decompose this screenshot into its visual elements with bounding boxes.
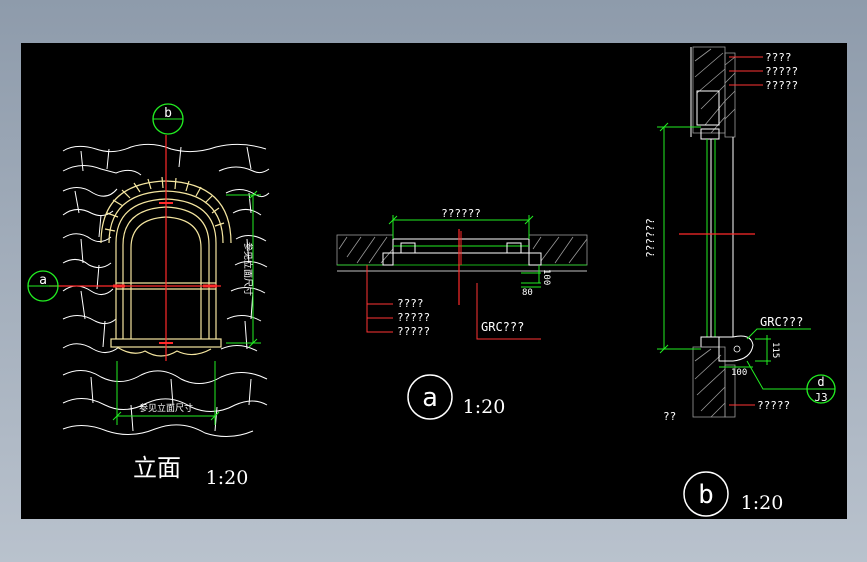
section-b-detail-leader	[746, 360, 809, 390]
grid-bubble-b-label: b	[164, 106, 172, 121]
section-a-callout-label: a	[422, 383, 438, 413]
detail-callout-top: d	[817, 375, 824, 389]
section-b-top-leaders	[729, 56, 763, 86]
section-b-scale: 1:20	[741, 492, 784, 514]
section-b-drip	[733, 345, 741, 353]
detail-callout-bottom: J3	[814, 391, 827, 404]
section-a-leaders	[366, 265, 541, 340]
section-a-small-dims	[521, 265, 541, 288]
section-b-window	[700, 128, 734, 348]
section-b-dim-115: 115	[770, 342, 780, 358]
section-b-callout[interactable]: b	[683, 471, 729, 517]
section-b-note-top-3: ?????	[765, 79, 798, 92]
section-b-note-top-1: ????	[765, 51, 792, 64]
section-a-callout[interactable]: a	[407, 374, 453, 420]
stone-wall	[62, 143, 270, 437]
section-a-frame	[382, 238, 542, 266]
section-a-note-1: ????	[397, 297, 424, 310]
elevation-scale: 1:20	[206, 467, 249, 489]
section-a-width-text: ??????	[441, 207, 481, 220]
elevation-title: 立面	[133, 454, 181, 482]
elevation-view: b a 参见立面尺寸 参见立面尺寸 立面 1:20	[27, 103, 270, 489]
cad-drawing-canvas[interactable]: b a 参见立面尺寸 参见立面尺寸 立面 1:20	[21, 43, 847, 519]
section-b-wall-top	[692, 46, 736, 138]
section-a-dim-100: 100	[541, 269, 551, 285]
section-b-callout-label: b	[698, 480, 714, 510]
section-b-bottom-left: ??	[663, 410, 676, 423]
cad-drawing: b a 参见立面尺寸 参见立面尺寸 立面 1:20	[27, 46, 836, 517]
detail-callout-d-j3[interactable]: d J3	[806, 374, 836, 404]
section-a-note-2: ?????	[397, 311, 430, 324]
section-b-grc-leader	[746, 328, 811, 340]
section-b-grc-sill	[718, 335, 754, 362]
grid-bubble-b[interactable]: b	[152, 103, 184, 135]
section-a-grc-label: GRC???	[481, 320, 524, 334]
section-b-view: ?????? ???? ????? ????? GRC??? 115 100 d…	[644, 46, 836, 517]
section-b-note-top-2: ?????	[765, 65, 798, 78]
section-a-note-3: ?????	[397, 325, 430, 338]
section-a-view: ?????? ???? ????? ????? GRC??? 100 80 a …	[336, 207, 588, 420]
grid-bubble-a-label: a	[39, 273, 47, 288]
section-b-height-text: ??????	[644, 218, 657, 258]
section-b-small-dims	[719, 335, 771, 368]
elevation-width-dim-text: 参见立面尺寸	[139, 402, 193, 414]
section-b-note-bottom: ?????	[757, 399, 790, 412]
section-a-dim-80: 80	[522, 288, 533, 298]
section-a-scale: 1:20	[463, 396, 506, 418]
section-b-lintel	[696, 90, 720, 126]
section-b-grc-label: GRC???	[760, 315, 803, 329]
section-b-wall-bottom	[692, 346, 736, 418]
section-b-height-dimension	[657, 122, 701, 354]
elevation-height-dimension	[226, 190, 261, 348]
elevation-width-dimension	[112, 361, 220, 425]
section-a-width-dimension	[388, 215, 534, 239]
elevation-height-dim-text: 参见立面尺寸	[242, 242, 254, 296]
grid-bubble-a[interactable]: a	[27, 270, 59, 302]
section-b-dim-100: 100	[731, 368, 747, 378]
